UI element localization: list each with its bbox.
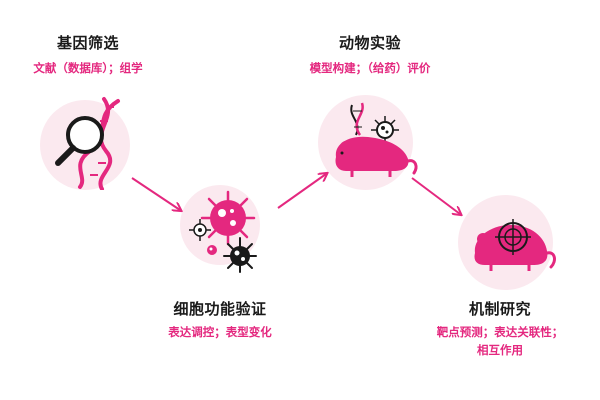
step-2-title: 细胞功能验证 [173,300,267,318]
arrow-2-to-3 [277,174,326,209]
step-4-subtitle-line-1: 靶点预测；表达关联性； [436,325,564,339]
step-4-title: 机制研究 [468,300,531,318]
step-3-title: 动物实验 [338,34,401,52]
step-1-title: 基因筛选 [56,34,119,52]
arrow-3-to-4 [411,177,460,214]
mouse-dna-virus-icon [335,102,418,177]
step-3-subtitle: 模型构建；（给药）评价 [309,61,431,75]
magnifier-dna-icon [55,97,120,190]
mouse-target-icon [474,219,556,271]
step-2-subtitle: 表达调控；表型变化 [168,325,272,339]
arrow-1-to-2 [131,177,180,210]
virus-cells-icon [189,190,257,273]
step-4-subtitle-line-2: 相互作用 [477,343,523,357]
step-1-subtitle: 文献（数据库）；组学 [33,61,143,75]
